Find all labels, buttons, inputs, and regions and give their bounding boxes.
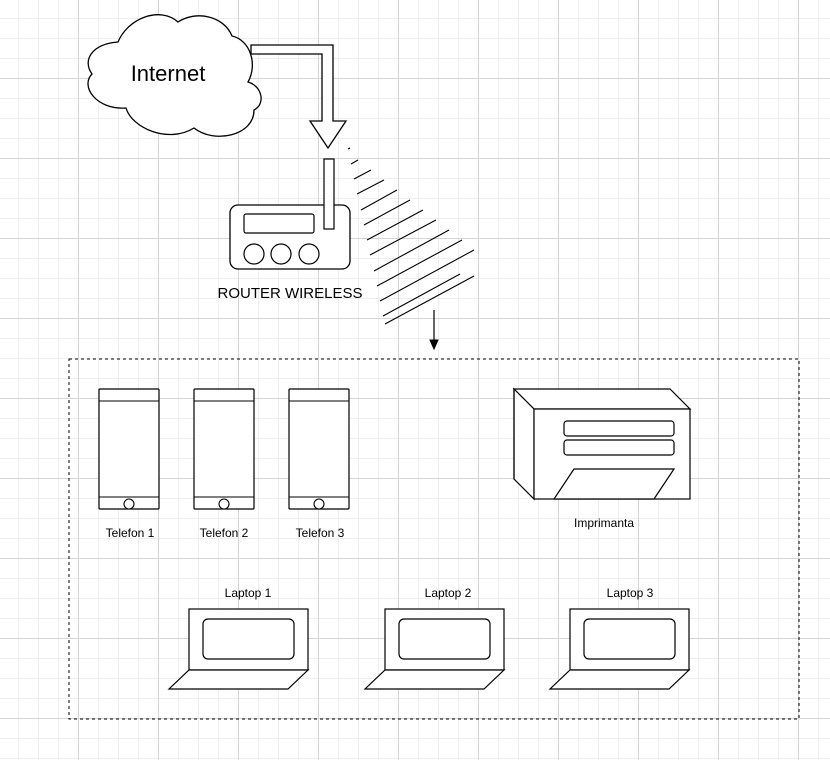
smartphone-icon[interactable] [288,388,350,510]
laptop-label: Laptop 2 [424,586,472,600]
laptop-label: Laptop 1 [224,586,272,600]
network-group[interactable] [68,358,800,720]
phone-label: Telefon 3 [295,526,345,540]
phone-label: Telefon 2 [199,526,249,540]
printer-icon[interactable] [512,387,692,501]
laptop-icon[interactable] [363,608,506,690]
laptop-icon[interactable] [167,608,310,690]
printer-label: Imprimanta [573,516,635,530]
smartphone-icon[interactable] [193,388,255,510]
smartphone-icon[interactable] [98,388,160,510]
wireless-signal-icon[interactable] [347,147,475,325]
router-to-network-arrow[interactable] [429,310,439,351]
cloud-icon[interactable] [87,14,262,137]
router-label: ROUTER WIRELESS [217,285,363,302]
wireless-router-icon[interactable] [229,158,351,270]
internet-to-router-arrow[interactable] [250,44,348,150]
internet-label: Internet [130,61,206,86]
laptop-label: Laptop 3 [606,586,654,600]
phone-label: Telefon 1 [105,526,155,540]
laptop-icon[interactable] [548,608,691,690]
